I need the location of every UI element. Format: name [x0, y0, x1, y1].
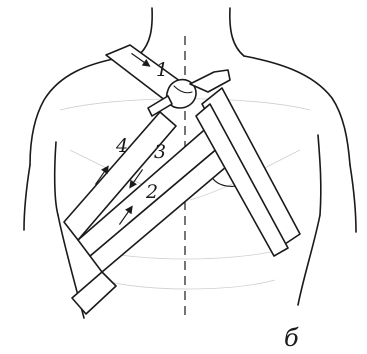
- step-label-1: 1: [156, 59, 168, 81]
- step-label-3: 3: [154, 141, 166, 163]
- right-arm-inner: [318, 135, 321, 215]
- left-arm-outer: [24, 165, 30, 230]
- right-shoulder: [244, 56, 350, 165]
- step-label-4: 4: [115, 135, 128, 157]
- neck-right: [230, 8, 244, 56]
- neck-left: [140, 8, 152, 54]
- panel-letter: б: [284, 324, 299, 352]
- bandage-strip-lower-left: [72, 272, 116, 314]
- right-arm-outer: [350, 165, 356, 232]
- left-shoulder: [30, 58, 118, 165]
- left-arm-inner: [55, 142, 58, 215]
- right-torso-side: [298, 215, 320, 305]
- step-label-2: 2: [145, 181, 158, 203]
